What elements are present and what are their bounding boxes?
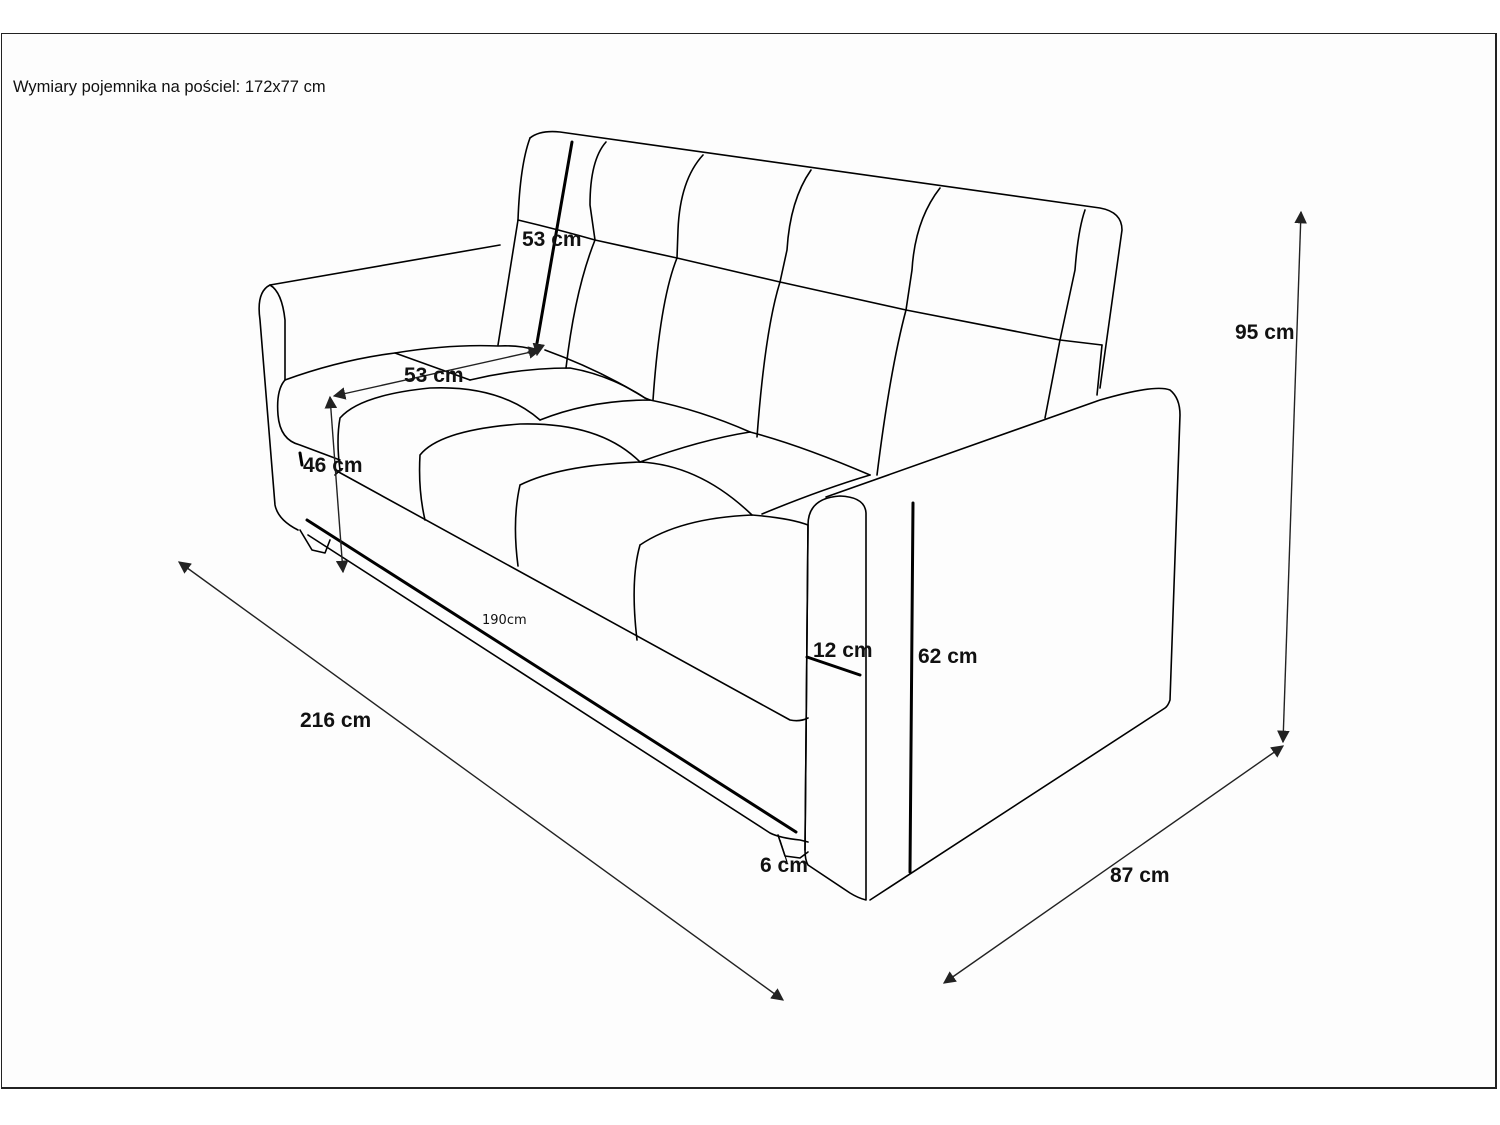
right-arm-top <box>825 387 1181 901</box>
seat-depth-arrow <box>332 346 542 400</box>
total-height-arrow <box>1277 210 1307 744</box>
total-width-arrow <box>177 561 785 1001</box>
seat-height-arrow <box>324 395 349 574</box>
right-arm-front <box>804 495 867 901</box>
label-seat-depth: 53 cm <box>404 364 464 387</box>
arrow-head-icon <box>527 345 539 357</box>
cushion-3 <box>514 461 753 567</box>
label-armrest-height: 62 cm <box>918 645 978 668</box>
backrest-top-edge <box>529 130 1123 389</box>
label-armrest-width: 12 cm <box>813 639 873 662</box>
cushion-2 <box>418 423 641 521</box>
left-arm <box>258 244 501 531</box>
seat-front <box>334 469 809 722</box>
cushion-4 <box>633 514 809 641</box>
bedding-container-caption: Wymiary pojemnika na pościel: 172x77 cm <box>13 78 326 96</box>
thick-dimension-lines <box>298 140 915 874</box>
label-backrest-height: 53 cm <box>522 228 582 251</box>
backrest-left-edge <box>497 137 531 346</box>
sofa-outline <box>258 130 1181 901</box>
cushion-1 <box>337 386 541 471</box>
label-leg-height: 6 cm <box>760 854 808 877</box>
label-sleeping-length: 190cm <box>482 613 527 628</box>
label-total-height: 95 cm <box>1235 321 1295 344</box>
label-total-width: 216 cm <box>300 709 372 732</box>
label-seat-height: 46 cm <box>303 454 363 477</box>
total-depth-arrow <box>942 745 1285 984</box>
label-total-depth: 87 cm <box>1110 864 1170 887</box>
backrest-seam <box>517 219 1103 346</box>
dimension-arrows <box>177 210 1307 1001</box>
